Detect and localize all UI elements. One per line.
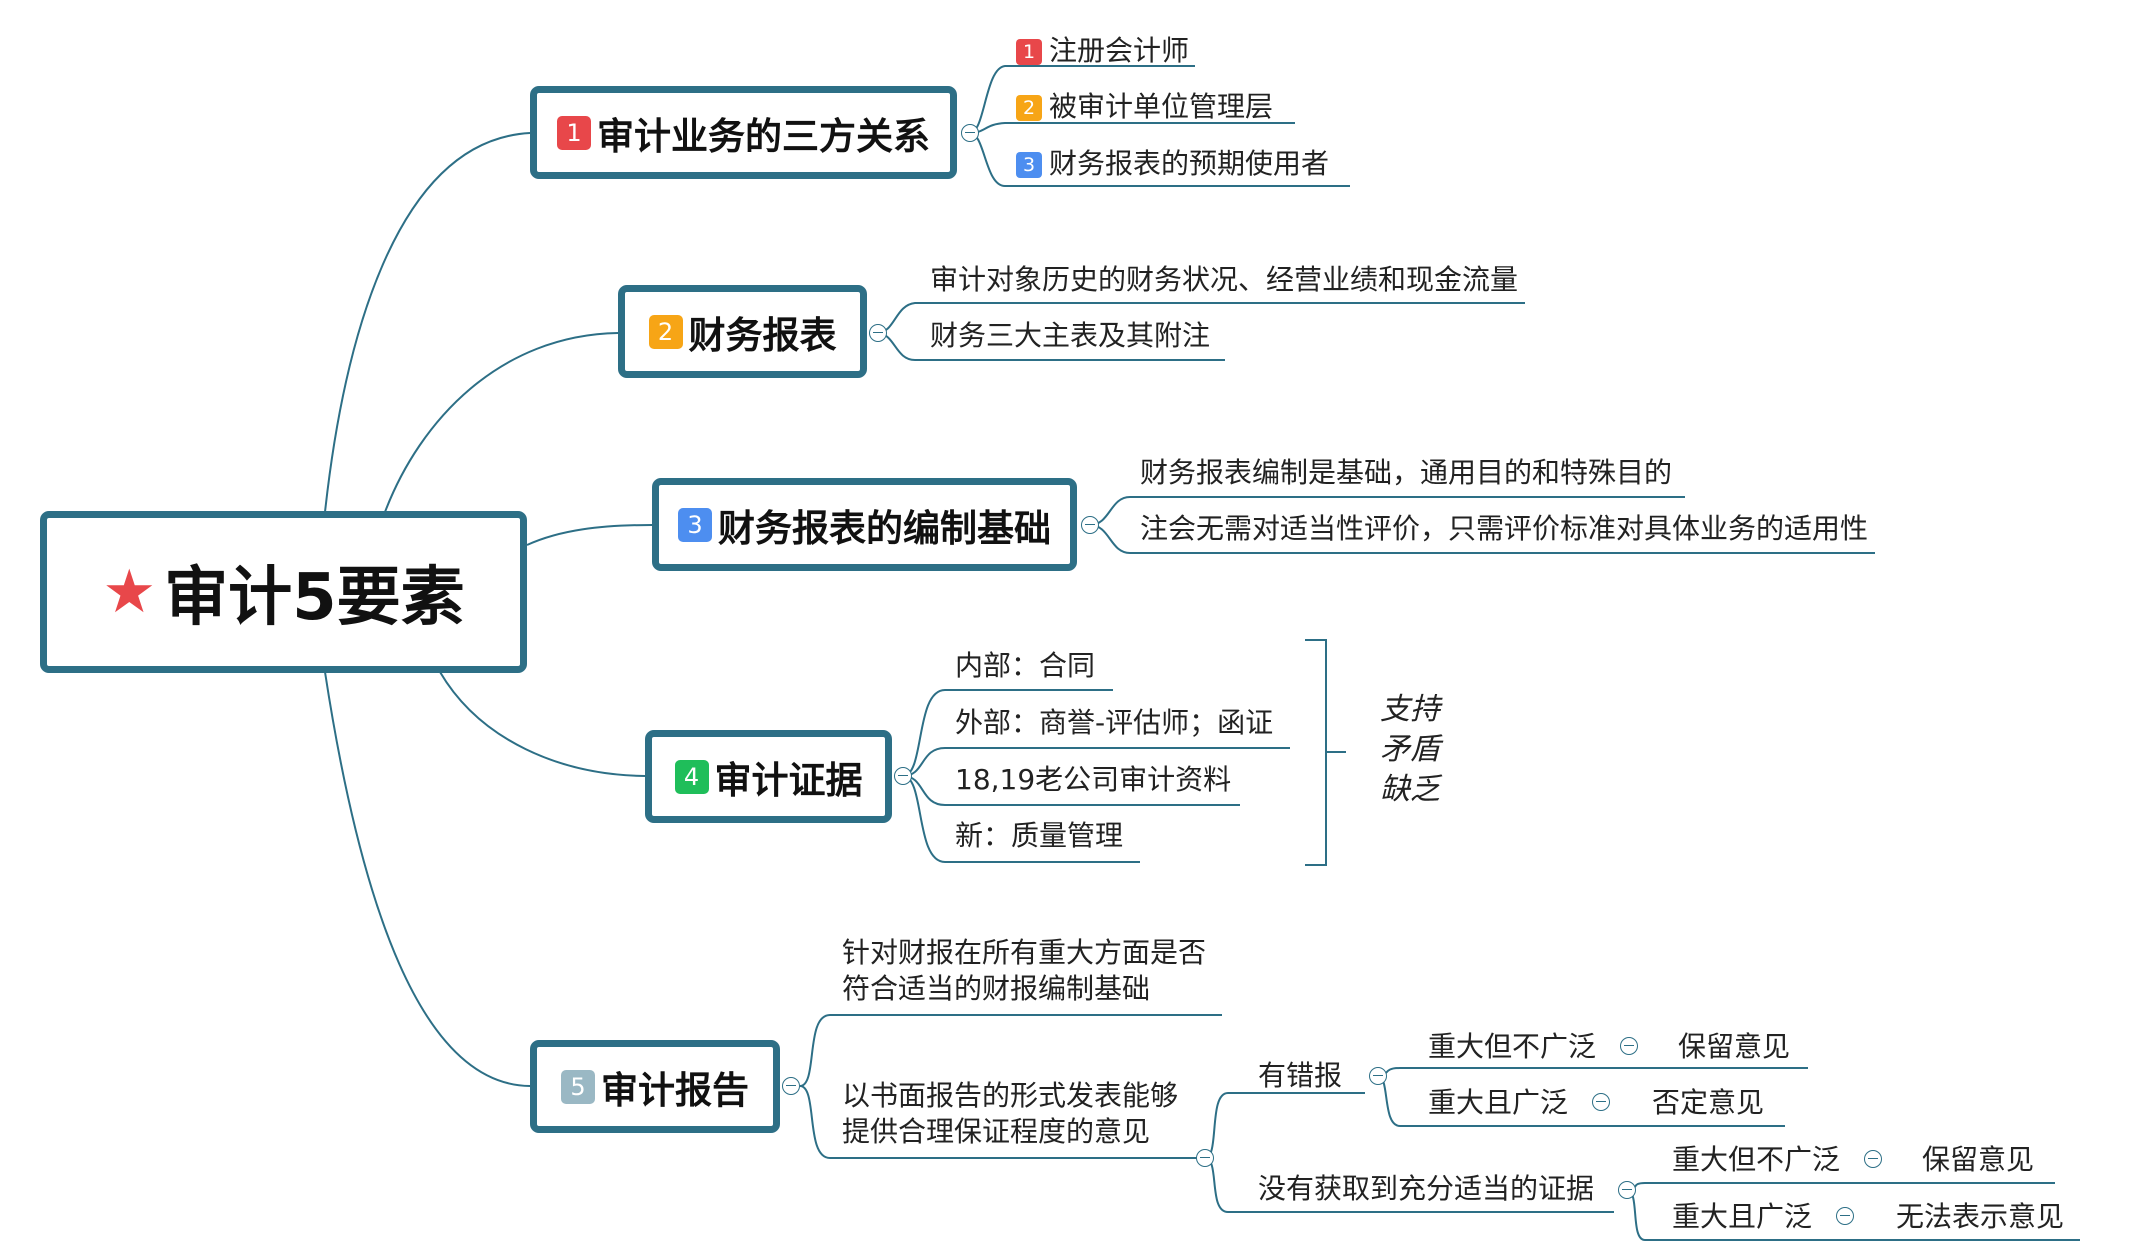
list-item[interactable]: 以书面报告的形式发表能够 提供合理保证程度的意见 <box>842 1079 1179 1148</box>
collapse-icon[interactable] <box>1836 1207 1854 1225</box>
collapse-icon[interactable] <box>1369 1067 1387 1085</box>
case-condition[interactable]: 重大且广泛 <box>1672 1200 1813 1233</box>
collapse-icon[interactable] <box>1620 1037 1638 1055</box>
case-condition[interactable]: 重大但不广泛 <box>1672 1143 1841 1176</box>
list-item[interactable]: 内部：合同 <box>955 649 1096 682</box>
list-item[interactable]: 外部：商誉-评估师；函证 <box>955 706 1274 739</box>
summary-item[interactable]: 缺乏 <box>1380 772 1440 807</box>
collapse-icon[interactable] <box>961 124 979 142</box>
collapse-icon[interactable] <box>869 324 887 342</box>
priority-3-icon: 3 <box>1016 152 1042 178</box>
collapse-icon[interactable] <box>894 767 912 785</box>
collapse-icon[interactable] <box>1196 1149 1214 1167</box>
summary-item[interactable]: 矛盾 <box>1380 732 1440 767</box>
branch-title: 审计业务的三方关系 <box>597 114 930 158</box>
branch-audit-evidence[interactable]: 4 审计证据 <box>645 730 892 823</box>
list-item[interactable]: 审计对象历史的财务状况、经营业绩和现金流量 <box>930 263 1519 296</box>
list-item[interactable]: 财务报表编制是基础，通用目的和特殊目的 <box>1140 456 1673 489</box>
priority-4-icon: 4 <box>674 759 709 794</box>
branch-title: 审计证据 <box>714 758 863 802</box>
insufficient-evidence-label[interactable]: 没有获取到充分适当的证据 <box>1258 1172 1595 1205</box>
collapse-icon[interactable] <box>1081 516 1099 534</box>
case-condition[interactable]: 重大但不广泛 <box>1428 1030 1597 1063</box>
priority-1-icon: 1 <box>1016 39 1042 65</box>
list-item[interactable]: 注会无需对适当性评价，只需评价标准对具体业务的适用性 <box>1140 512 1869 545</box>
collapse-icon[interactable] <box>1618 1181 1636 1199</box>
collapse-icon[interactable] <box>1592 1093 1610 1111</box>
case-opinion[interactable]: 保留意见 <box>1922 1143 2035 1176</box>
case-opinion[interactable]: 保留意见 <box>1678 1030 1791 1063</box>
misstatement-label[interactable]: 有错报 <box>1258 1059 1343 1092</box>
case-opinion[interactable]: 否定意见 <box>1652 1086 1765 1119</box>
priority-3-icon: 3 <box>678 507 712 542</box>
summary-item[interactable]: 支持 <box>1380 692 1440 727</box>
case-opinion[interactable]: 无法表示意见 <box>1896 1200 2065 1233</box>
branch-title: 财务报表的编制基础 <box>718 506 1051 550</box>
branch-title: 财务报表 <box>688 313 837 357</box>
central-topic[interactable]: ★ 审计5要素 <box>40 511 527 673</box>
list-item[interactable]: 财务三大主表及其附注 <box>930 319 1211 352</box>
list-item[interactable]: 18,19老公司审计资料 <box>955 763 1232 796</box>
priority-2-icon: 2 <box>648 314 683 349</box>
case-condition[interactable]: 重大且广泛 <box>1428 1086 1569 1119</box>
list-item[interactable]: 新：质量管理 <box>955 819 1124 852</box>
branch-audit-report[interactable]: 5 审计报告 <box>530 1040 780 1133</box>
star-icon: ★ <box>102 557 157 627</box>
list-item[interactable]: 针对财报在所有重大方面是否 符合适当的财报编制基础 <box>842 936 1207 1005</box>
branch-financial-statements[interactable]: 2 财务报表 <box>618 285 867 378</box>
branch-reporting-framework[interactable]: 3 财务报表的编制基础 <box>652 478 1077 571</box>
branch-title: 审计报告 <box>601 1068 749 1112</box>
priority-1-icon: 1 <box>557 115 591 150</box>
collapse-icon[interactable] <box>782 1077 800 1095</box>
collapse-icon[interactable] <box>1864 1150 1882 1168</box>
priority-2-icon: 2 <box>1016 95 1042 121</box>
central-title: 审计5要素 <box>164 561 465 635</box>
branch-three-party-relationship[interactable]: 1 审计业务的三方关系 <box>530 86 957 179</box>
priority-5-icon: 5 <box>561 1069 595 1104</box>
